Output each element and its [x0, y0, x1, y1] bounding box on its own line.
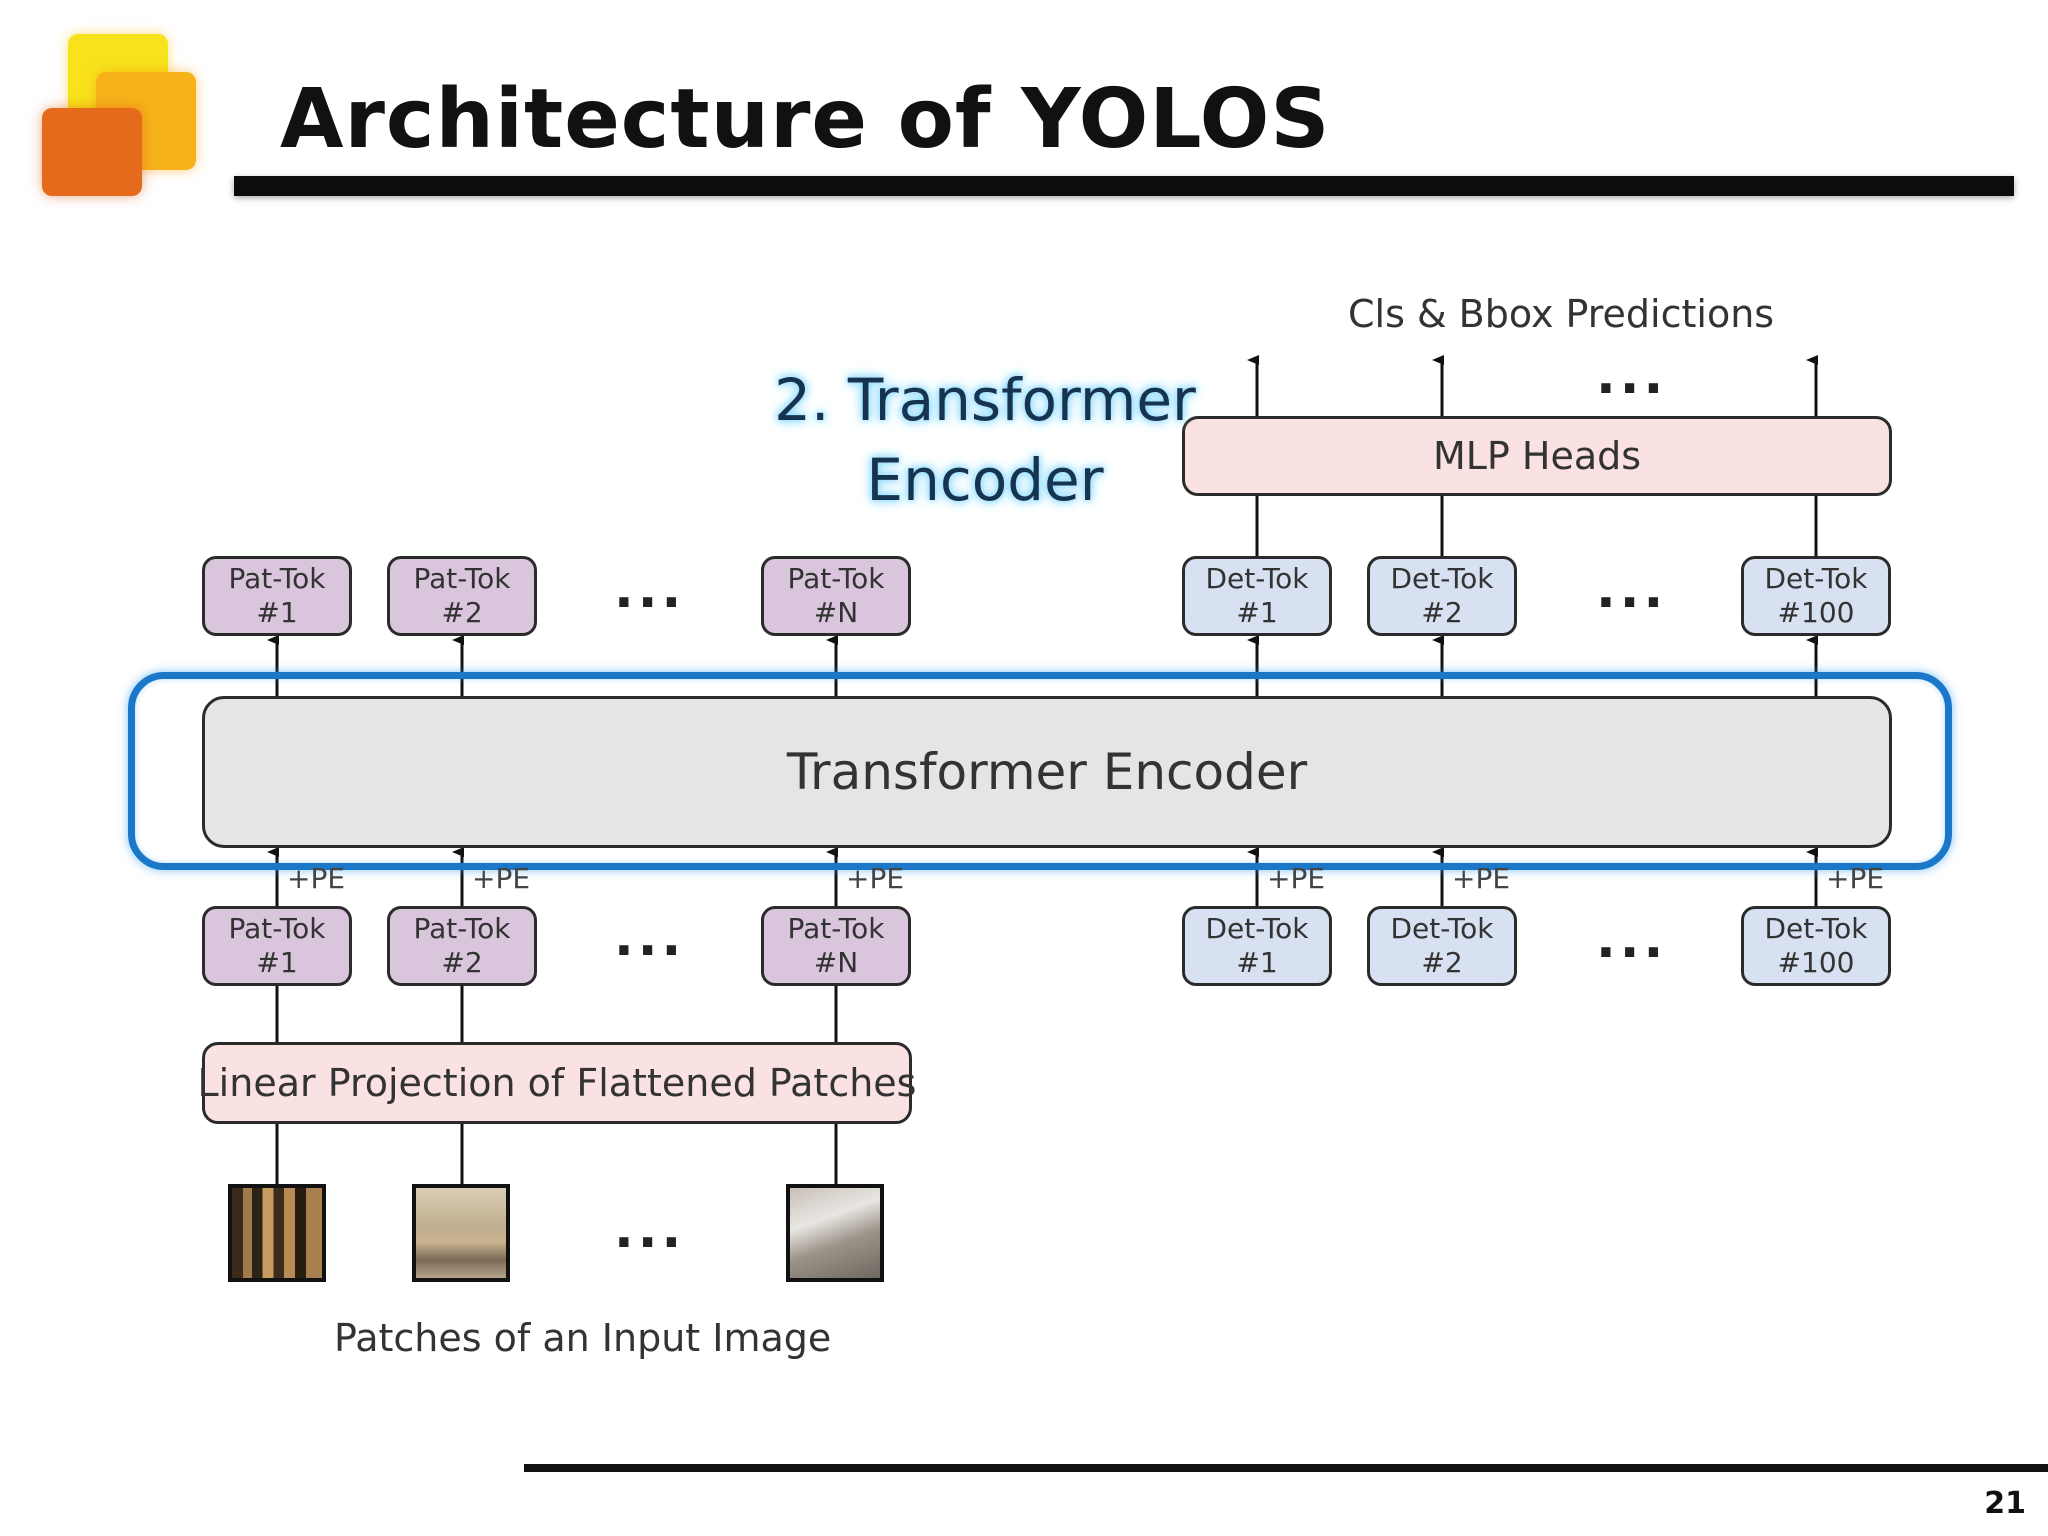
output-pat-ellipsis: ... [614, 560, 686, 620]
token-index: #2 [1421, 596, 1463, 629]
input-pat-ellipsis: ... [614, 908, 686, 968]
input-pat-token-n: Pat-Tok #N [761, 906, 911, 986]
token-name: Pat-Tok [787, 562, 885, 595]
slide-title: Architecture of YOLOS [280, 72, 1331, 167]
footer-rule [524, 1464, 2048, 1472]
output-det-token-100: Det-Tok #100 [1741, 556, 1891, 636]
input-det-token-100: Det-Tok #100 [1741, 906, 1891, 986]
image-patch-1 [228, 1184, 326, 1282]
image-patch-n [786, 1184, 884, 1282]
token-index: #100 [1777, 946, 1855, 979]
pe-label-det-2: +PE [1452, 862, 1511, 895]
output-det-ellipsis: ... [1596, 560, 1668, 620]
token-name: Det-Tok [1390, 562, 1494, 595]
transformer-encoder-callout: 2. Transformer Encoder [770, 360, 1200, 520]
title-underline [234, 176, 2014, 196]
input-pat-token-2: Pat-Tok #2 [387, 906, 537, 986]
token-index: #1 [1236, 946, 1278, 979]
token-name: Pat-Tok [228, 562, 326, 595]
pe-label-det-1: +PE [1267, 862, 1326, 895]
encoder-highlight-ring [128, 672, 1952, 870]
pe-label-det-100: +PE [1826, 862, 1885, 895]
logo-orange-square [42, 108, 142, 196]
token-index: #N [813, 596, 859, 629]
output-pat-token-2: Pat-Tok #2 [387, 556, 537, 636]
transformer-encoder-box: Transformer Encoder [202, 696, 1892, 848]
pe-label-pat-1: +PE [287, 862, 346, 895]
output-label: Cls & Bbox Predictions [1348, 292, 1775, 336]
output-det-token-1: Det-Tok #1 [1182, 556, 1332, 636]
output-ellipsis: ... [1596, 346, 1668, 406]
token-name: Pat-Tok [413, 562, 511, 595]
output-det-token-2: Det-Tok #2 [1367, 556, 1517, 636]
token-index: #N [813, 946, 859, 979]
input-det-token-1: Det-Tok #1 [1182, 906, 1332, 986]
token-name: Pat-Tok [787, 912, 885, 945]
token-name: Det-Tok [1764, 912, 1868, 945]
input-det-ellipsis: ... [1596, 910, 1668, 970]
callout-line-2: Encoder [866, 446, 1104, 514]
mlp-heads-box: MLP Heads [1182, 416, 1892, 496]
token-name: Det-Tok [1205, 562, 1309, 595]
token-name: Pat-Tok [228, 912, 326, 945]
token-index: #100 [1777, 596, 1855, 629]
image-patch-2 [412, 1184, 510, 1282]
page-number: 21 [1984, 1486, 2026, 1521]
token-name: Det-Tok [1390, 912, 1494, 945]
token-index: #2 [1421, 946, 1463, 979]
token-name: Det-Tok [1764, 562, 1868, 595]
patch-ellipsis: ... [614, 1200, 686, 1260]
input-patches-label: Patches of an Input Image [334, 1316, 832, 1360]
token-index: #1 [1236, 596, 1278, 629]
linear-projection-box: Linear Projection of Flattened Patches [198, 1042, 916, 1124]
token-index: #2 [441, 946, 483, 979]
pe-label-pat-n: +PE [846, 862, 905, 895]
pe-label-pat-2: +PE [472, 862, 531, 895]
token-index: #2 [441, 596, 483, 629]
output-pat-token-n: Pat-Tok #N [761, 556, 911, 636]
input-det-token-2: Det-Tok #2 [1367, 906, 1517, 986]
output-pat-token-1: Pat-Tok #1 [202, 556, 352, 636]
token-name: Pat-Tok [413, 912, 511, 945]
input-pat-token-1: Pat-Tok #1 [202, 906, 352, 986]
token-name: Det-Tok [1205, 912, 1309, 945]
token-index: #1 [256, 946, 298, 979]
callout-line-1: 2. Transformer [774, 366, 1196, 434]
token-index: #1 [256, 596, 298, 629]
